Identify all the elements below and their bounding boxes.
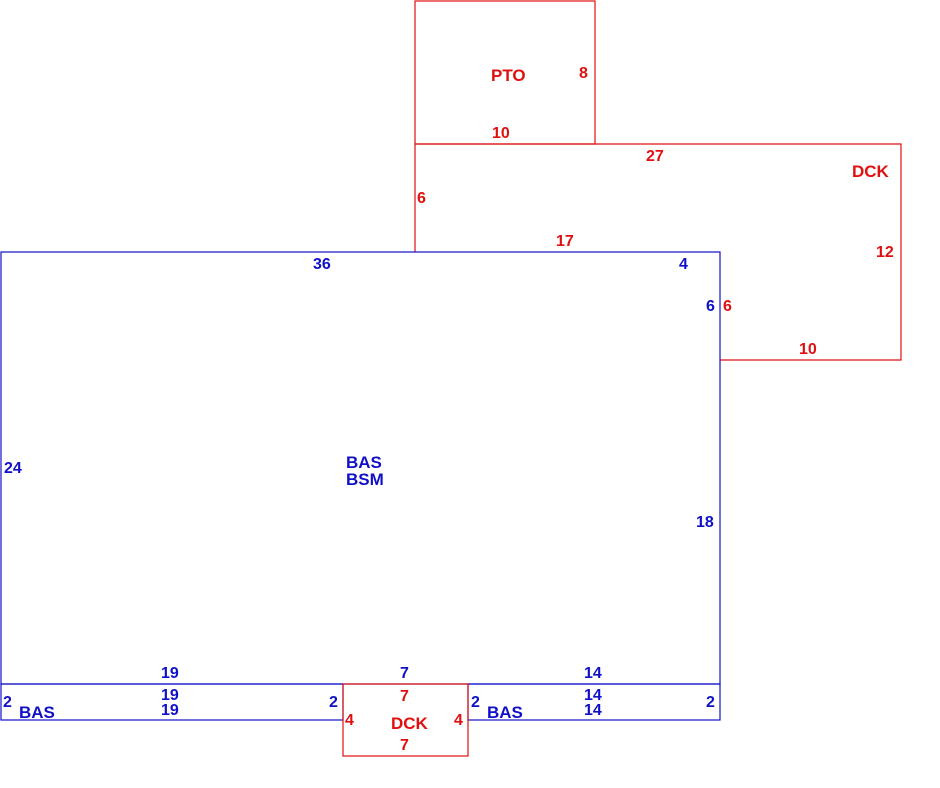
upper-deck-code: DCK (852, 162, 890, 181)
main-dim-bottom-mid: 7 (400, 665, 409, 682)
small-deck-code: DCK (391, 714, 429, 733)
main-dim-left: 24 (4, 460, 22, 477)
patio-dim-bottom: 10 (492, 125, 510, 142)
upper-deck-dim-notch: 6 (723, 298, 732, 315)
right-bas-dim-top: 14 (584, 687, 602, 704)
main-dim-right: 18 (696, 514, 714, 531)
main-area-code-bsm: BSM (346, 470, 384, 489)
left-bas-dim-left: 2 (3, 694, 12, 711)
upper-deck-dim-left: 6 (417, 190, 426, 207)
main-dim-right-upper: 6 (706, 298, 715, 315)
left-bas-code: BAS (19, 703, 55, 722)
upper-deck-outline (414, 143, 902, 361)
main-dim-top: 36 (313, 256, 331, 273)
small-deck-dim-top: 7 (400, 688, 409, 705)
main-area-code-bas: BAS (346, 453, 382, 472)
small-deck-dim-bottom: 7 (400, 737, 409, 754)
upper-deck-dim-inner: 17 (556, 233, 574, 250)
main-dim-corner: 4 (679, 256, 688, 273)
upper-deck-dim-right: 12 (876, 244, 894, 261)
small-deck-dim-left: 4 (345, 712, 354, 729)
right-bas-code: BAS (487, 703, 523, 722)
small-deck-dim-right: 4 (454, 712, 463, 729)
left-bas-dim-right: 2 (329, 694, 338, 711)
upper-deck-dim-top: 27 (646, 148, 664, 165)
left-bas-dim-bottom: 19 (161, 702, 179, 719)
right-bas-dim-left: 2 (471, 694, 480, 711)
main-dim-bottom-right: 14 (584, 665, 602, 682)
patio-code: PTO (491, 66, 526, 85)
right-bas-dim-bottom: 14 (584, 702, 602, 719)
small-deck-outline (342, 683, 469, 757)
left-bas-dim-top: 19 (161, 687, 179, 704)
patio-dim-side: 8 (579, 65, 588, 82)
main-dim-bottom-left: 19 (161, 665, 179, 682)
upper-deck-dim-bottom: 10 (799, 341, 817, 358)
right-bas-dim-right: 2 (706, 694, 715, 711)
